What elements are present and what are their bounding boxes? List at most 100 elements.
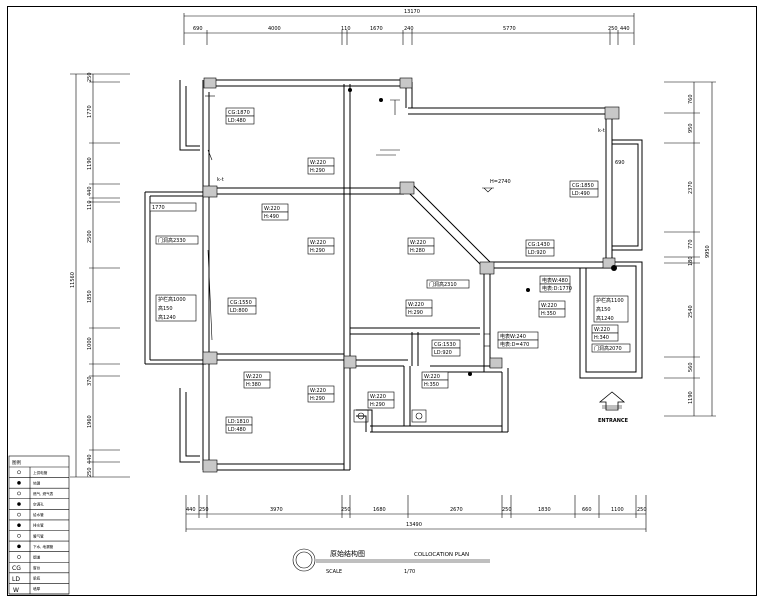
label-ld-1810: LD:1810 bbox=[228, 419, 249, 425]
label-ld-920-lower: LD:920 bbox=[434, 350, 452, 356]
column bbox=[203, 77, 217, 89]
drain-icon bbox=[379, 98, 383, 102]
dim-left-10: 440 bbox=[87, 454, 93, 464]
label-bed-h: H:380 bbox=[246, 382, 261, 388]
dim-top-6: 250 bbox=[608, 26, 618, 32]
dim-top-1: 4000 bbox=[268, 26, 281, 32]
column bbox=[399, 77, 413, 89]
legend-row-label: 空调孔 bbox=[33, 502, 44, 507]
column bbox=[399, 181, 415, 195]
label-cg-1430: CG:1430 bbox=[528, 242, 550, 248]
label-h-290: H:290 bbox=[310, 168, 325, 174]
label-beam-w: W:220 bbox=[264, 206, 280, 212]
legend-row-label: 给水管 bbox=[33, 512, 44, 517]
label-railing-1100: 护栏高1100 bbox=[596, 297, 624, 304]
label-railing-1000: 护栏高1000 bbox=[158, 296, 186, 303]
legend-symbol-icon bbox=[17, 555, 21, 559]
legend-row-label: 墙厚 bbox=[33, 586, 41, 591]
dim-top-3: 1670 bbox=[370, 26, 383, 32]
dim-bottom-total: 13490 bbox=[406, 522, 422, 528]
label-toilet-w: W:220 bbox=[370, 394, 386, 400]
entrance-arrow-icon bbox=[598, 391, 626, 411]
walls bbox=[144, 79, 643, 471]
legend-row-label: 暖气管 bbox=[33, 533, 44, 538]
drawing-border bbox=[7, 6, 757, 596]
dim-right-0: 760 bbox=[688, 94, 694, 104]
legend-code-w: W bbox=[13, 587, 19, 594]
label-height-1240: 高1240 bbox=[158, 314, 176, 321]
legend-row-label: 下水, 地漏管 bbox=[33, 544, 54, 549]
label-win-height: 1770 bbox=[152, 205, 165, 211]
label-hk-left: k-t bbox=[217, 177, 224, 183]
label-rw-150: 高150 bbox=[596, 306, 611, 313]
legend-row-label: 排水管 bbox=[33, 523, 44, 528]
legend-row-label: 梁底 bbox=[33, 576, 41, 581]
title-cn: 原始结构图 bbox=[330, 549, 365, 558]
pipe-icon bbox=[611, 265, 617, 271]
label-height-2740: H=2740 bbox=[490, 179, 511, 185]
label-ld-480: LD:480 bbox=[228, 118, 246, 124]
label-cg-1870: CG:1870 bbox=[228, 110, 250, 116]
label-bath-h: H:290 bbox=[310, 396, 325, 402]
dim-left-8: 370 bbox=[87, 376, 93, 386]
label-ld-490: LD:490 bbox=[572, 191, 590, 197]
label-center-w: W:220 bbox=[410, 240, 426, 246]
legend-code-cg: CG bbox=[12, 565, 21, 572]
dim-left-9: 1960 bbox=[87, 415, 93, 428]
dim-right-6: 560 bbox=[688, 362, 694, 372]
label-toilet-h: H:290 bbox=[370, 402, 385, 408]
dim-left-2: 1190 bbox=[87, 157, 93, 170]
column bbox=[202, 185, 218, 198]
gas-meter bbox=[483, 333, 491, 347]
legend-header: 图例 bbox=[12, 459, 21, 466]
label-living-w: W:220 bbox=[310, 240, 326, 246]
label-center-h: H:280 bbox=[410, 248, 425, 254]
legend-row-label: 烟道 bbox=[33, 554, 41, 559]
label-meter-d: 电表:D:1770 bbox=[542, 285, 572, 292]
label-kitchen-w: W:220 bbox=[541, 303, 557, 309]
scale-value: 1/70 bbox=[404, 569, 415, 575]
legend-row-label: 地漏 bbox=[33, 480, 41, 485]
title-en: COLLOCATION PLAN bbox=[414, 552, 469, 558]
label-hk-right: k-t bbox=[598, 128, 605, 134]
label-meter-w: 电表W:480 bbox=[542, 277, 568, 284]
dim-bottom-9: 1100 bbox=[611, 507, 624, 513]
legend-symbol-icon bbox=[17, 491, 21, 496]
label-rw-1240: 高1240 bbox=[596, 315, 614, 322]
label-cg-1530: CG:1530 bbox=[434, 342, 456, 348]
label-mid-w: W:220 bbox=[408, 302, 424, 308]
dim-top-5: 5770 bbox=[503, 26, 516, 32]
drain-icon bbox=[348, 88, 352, 92]
left-dimension-chain: 250 1770 1190 440 110 2500 1850 1000 370… bbox=[70, 72, 130, 478]
room-annotations: CG:1870 LD:480 W:220 H:290 W:220 H:490 W… bbox=[149, 88, 631, 434]
entrance-marker: ENTRANCE bbox=[598, 391, 629, 424]
dim-left-1: 1770 bbox=[87, 105, 93, 118]
legend-symbol-icon bbox=[17, 512, 21, 517]
label-gas-w: 电表W:240 bbox=[500, 333, 526, 340]
dim-left-3: 440 bbox=[87, 186, 93, 196]
column bbox=[202, 459, 218, 473]
column bbox=[604, 106, 620, 120]
label-rw-h: H:340 bbox=[594, 335, 609, 341]
label-ld-800: LD:800 bbox=[230, 308, 248, 314]
label-door-2070: 门洞高2070 bbox=[594, 345, 622, 352]
column bbox=[602, 257, 616, 269]
dim-bottom-1: 250 bbox=[199, 507, 209, 513]
dim-left-0: 250 bbox=[87, 72, 93, 82]
dim-right-2: 2370 bbox=[688, 181, 694, 194]
dim-right-5: 2540 bbox=[688, 305, 694, 318]
title-circle-icon bbox=[292, 548, 316, 572]
dim-bottom-8: 660 bbox=[582, 507, 592, 513]
dim-bottom-5: 2670 bbox=[450, 507, 463, 513]
dim-left-6: 1850 bbox=[87, 290, 93, 303]
label-living-h: H:290 bbox=[310, 248, 325, 254]
label-mid-h: H:290 bbox=[408, 310, 423, 316]
dim-top-0: 690 bbox=[193, 26, 203, 32]
dim-top-total: 13170 bbox=[404, 9, 420, 15]
entrance-label: ENTRANCE bbox=[598, 418, 629, 424]
structural-columns bbox=[202, 77, 620, 473]
dim-right-3: 770 bbox=[688, 239, 694, 249]
legend-symbol-icon bbox=[17, 502, 21, 506]
dim-bottom-4: 1680 bbox=[373, 507, 386, 513]
